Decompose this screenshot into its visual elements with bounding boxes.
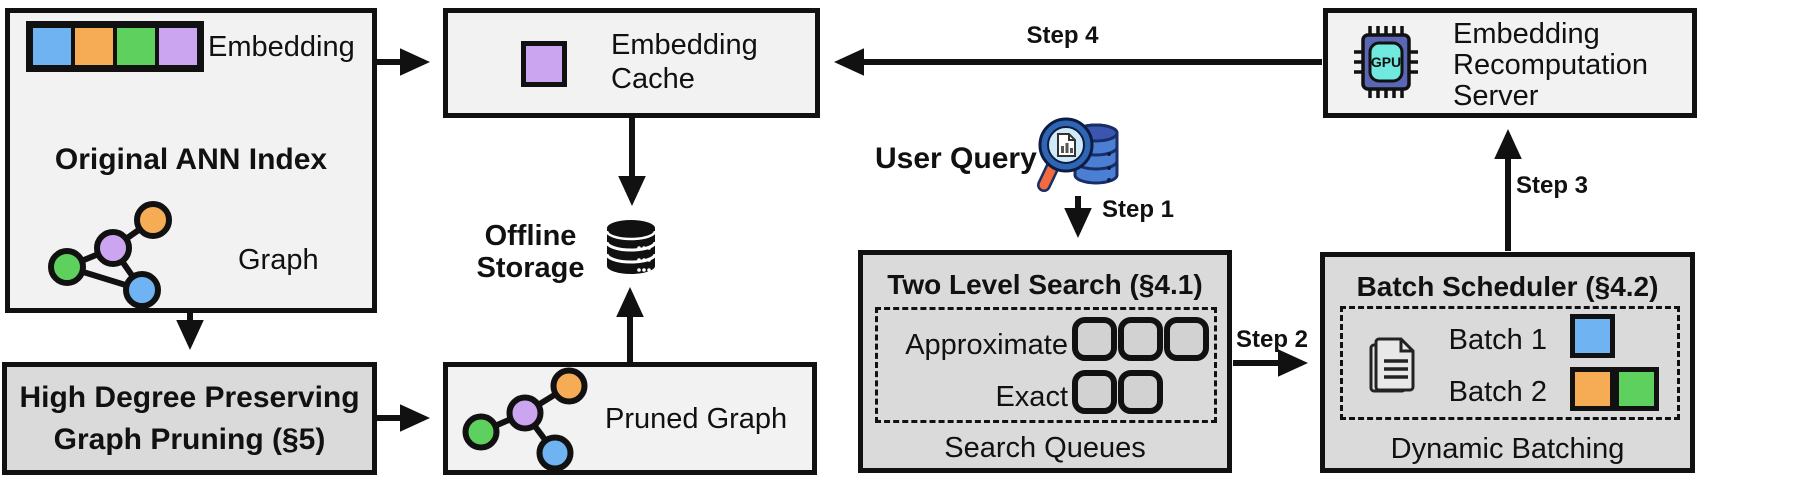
- server-label-line1: Embedding: [1453, 18, 1600, 50]
- step4-label: Step 4: [1026, 22, 1099, 49]
- approximate-queue-slots: [1072, 317, 1209, 361]
- server-label-line2: Recomputation: [1453, 49, 1649, 81]
- approximate-queue-label: Approximate: [905, 329, 1068, 361]
- embedding-cache-label-line1: Embedding: [611, 29, 758, 61]
- embedding-vector-icon: [26, 21, 204, 72]
- dynamic-batching-caption: Dynamic Batching: [1390, 433, 1625, 465]
- server-label-line3: Server: [1453, 80, 1539, 112]
- graph-node-green: [48, 248, 86, 286]
- step3-label: Step 3: [1516, 172, 1589, 199]
- exact-queue-label: Exact: [995, 381, 1068, 413]
- user-query-label: User Query: [875, 142, 1037, 175]
- original-ann-index-title: Original ANN Index: [54, 143, 328, 176]
- user-query-icon: [1037, 117, 1119, 192]
- magnifier: [1037, 117, 1094, 192]
- batch-scheduler-title: Batch Scheduler (§4.2): [1356, 271, 1659, 302]
- exact-queue-slots: [1072, 370, 1163, 414]
- embedding-cell-green: [115, 26, 157, 67]
- graph-node-purple: [506, 394, 544, 432]
- embedding-cache-box: Embedding Cache: [443, 8, 820, 118]
- embedding-cache-label-line2: Cache: [611, 63, 695, 95]
- original-ann-index-box: Embedding Original ANN Index Graph: [5, 8, 377, 313]
- two-level-search-title: Two Level Search (§4.1): [887, 269, 1203, 300]
- queue-slot: [1072, 317, 1117, 361]
- graph-node-orange: [134, 201, 172, 239]
- graph-node-blue: [536, 434, 574, 470]
- graph-node-orange: [550, 367, 588, 405]
- gpu-chip-label: GPU: [1371, 54, 1401, 70]
- embedding-cell-orange: [73, 26, 115, 67]
- step2-label: Step 2: [1236, 326, 1309, 353]
- cached-embedding-icon: [521, 41, 567, 87]
- gpu-chip-icon: GPU: [1354, 26, 1418, 98]
- pruned-graph-icon: [462, 367, 588, 470]
- search-queues-dashed-box: [875, 307, 1217, 423]
- graph-node-purple: [94, 229, 132, 267]
- pruned-graph-box: Pruned Graph: [443, 362, 817, 475]
- queue-slot: [1118, 317, 1163, 361]
- batch2-label: Batch 2: [1448, 376, 1547, 408]
- two-level-search-box: Two Level Search (§4.1) Approximate Exac…: [858, 250, 1232, 473]
- pruned-graph-label: Pruned Graph: [605, 403, 788, 435]
- embedding-cell-purple: [157, 26, 199, 67]
- query-document: [1057, 133, 1076, 157]
- graph-node-blue: [123, 271, 161, 309]
- batched-requests-icon: [1369, 337, 1415, 393]
- queue-slot: [1118, 370, 1163, 414]
- graph-pruning-box: High Degree Preserving Graph Pruning (§5…: [2, 362, 377, 475]
- batch1-label: Batch 1: [1448, 324, 1547, 356]
- offline-storage-label: Offline Storage: [476, 220, 585, 284]
- original-graph-icon: [48, 201, 172, 309]
- batch2-item-orange: [1570, 367, 1615, 411]
- graph-label: Graph: [238, 244, 319, 276]
- embedding-cell-blue: [31, 26, 73, 67]
- queue-slot: [1072, 370, 1117, 414]
- graph-pruning-title-line2: Graph Pruning (§5): [53, 422, 326, 456]
- search-queues-caption: Search Queues: [944, 432, 1146, 464]
- queue-slot: [1164, 317, 1209, 361]
- recomputation-server-box: GPU Embedding Recomputation Server: [1323, 8, 1697, 118]
- dynamic-batching-dashed-box: [1340, 306, 1680, 420]
- batch2-item-green: [1614, 367, 1659, 411]
- offline-storage-database-icon: [605, 220, 657, 274]
- batch1-item-blue: [1570, 314, 1615, 358]
- graph-node-green: [462, 413, 500, 451]
- graph-pruning-title-line1: High Degree Preserving: [19, 380, 360, 414]
- embedding-label: Embedding: [208, 31, 355, 63]
- batch-scheduler-box: Batch Scheduler (§4.2) Batch 1 Batch 2 D…: [1320, 252, 1695, 473]
- step1-label: Step 1: [1102, 196, 1175, 223]
